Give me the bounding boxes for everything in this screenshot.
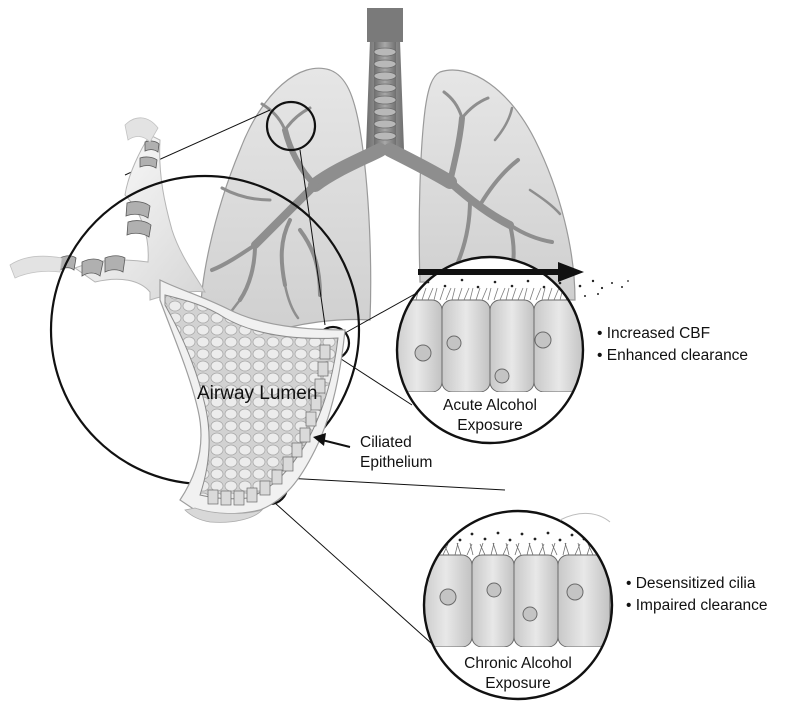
lungs-illustration bbox=[200, 8, 576, 343]
acute-inset-border bbox=[395, 255, 585, 445]
left-lung bbox=[200, 67, 372, 343]
chronic-effect-2: • Impaired clearance bbox=[626, 597, 768, 614]
chronic-title-line2: Exposure bbox=[485, 675, 550, 692]
magnified-airway bbox=[9, 117, 361, 523]
chronic-effect-1: • Desensitized cilia bbox=[626, 575, 756, 592]
zoom-circle-lung bbox=[265, 100, 317, 152]
ciliated-label-line1: Ciliated bbox=[360, 434, 412, 451]
chronic-inset-border bbox=[422, 509, 614, 701]
clearance-arrow bbox=[418, 262, 584, 282]
chronic-inset bbox=[422, 509, 614, 701]
ciliated-label-line2: Epithelium bbox=[360, 454, 432, 471]
acute-effect-2: • Enhanced clearance bbox=[597, 347, 748, 364]
airway-tube-upper bbox=[73, 134, 206, 301]
acute-title-line2: Exposure bbox=[457, 417, 522, 434]
acute-title-line1: Acute Alcohol bbox=[443, 397, 537, 414]
acute-effect-1: • Increased CBF bbox=[597, 325, 710, 342]
acute-inset bbox=[395, 255, 629, 445]
chronic-title-line1: Chronic Alcohol bbox=[464, 655, 572, 672]
airway-lumen-label: Airway Lumen bbox=[197, 383, 317, 404]
ciliated-arrow bbox=[313, 433, 351, 448]
